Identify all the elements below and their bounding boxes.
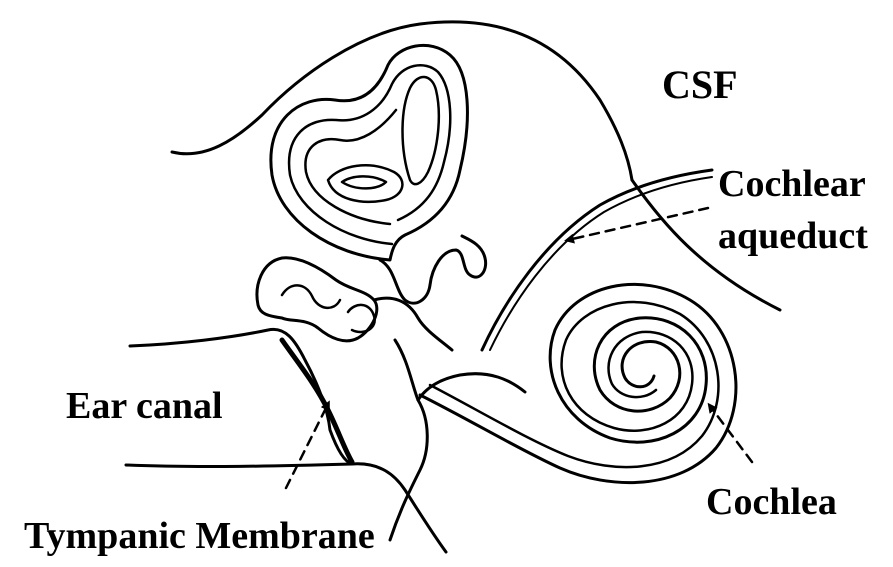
middle-ear-wall <box>390 340 427 540</box>
semicircular-canals <box>271 45 468 260</box>
label-cochlear-aqueduct-line2: aqueduct <box>718 215 868 257</box>
ossicles <box>257 258 452 350</box>
skull-outline <box>172 22 632 180</box>
tympanic-membrane-shape <box>282 340 352 462</box>
label-tympanic-membrane: Tympanic Membrane <box>24 515 375 557</box>
tympanic-membrane-arrow <box>286 404 328 488</box>
label-cochlea: Cochlea <box>706 481 837 523</box>
label-ear-canal: Ear canal <box>66 385 223 427</box>
label-csf: CSF <box>662 62 738 107</box>
cochlea-spiral <box>420 284 736 482</box>
label-cochlear-aqueduct-line1: Cochlear <box>718 163 866 205</box>
